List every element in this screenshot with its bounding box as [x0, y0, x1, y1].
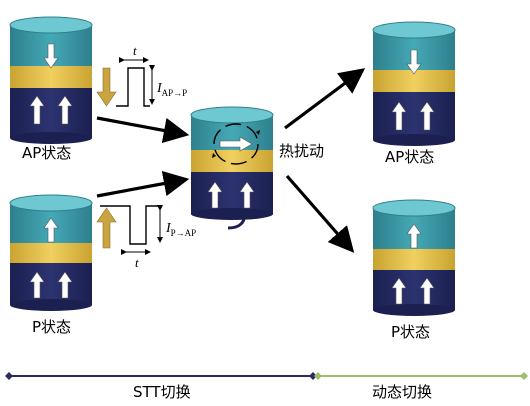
p-state-left-label: P状态	[32, 318, 71, 336]
timeline-mid-diamond-icon	[309, 372, 317, 380]
pulse-bottom-current-label: IP→AP	[165, 221, 196, 238]
mtj-p-left	[9, 194, 93, 311]
pinned-layer-up-arrow	[29, 95, 45, 125]
pulse-bottom-time-label: t	[135, 255, 139, 270]
thermal-disturbance-label: 热扰动	[279, 142, 324, 160]
pinned-layer-up-arrow	[419, 101, 435, 131]
pulse-top-current-subscript: AP→P	[162, 88, 188, 98]
pinned-layer-up-arrow	[239, 181, 255, 209]
curved-tail	[227, 211, 246, 230]
timeline	[5, 372, 528, 380]
free-layer-right-arrow	[219, 136, 253, 152]
arrow-to-p-right	[285, 174, 355, 253]
arrow-to-center-top	[96, 116, 190, 144]
mtj-center-precession	[190, 106, 274, 230]
mtj-p-right	[372, 199, 456, 316]
pinned-layer-up-arrow	[29, 271, 45, 299]
pinned-layer-up-arrow	[57, 95, 73, 125]
pinned-layer-up-arrow	[419, 277, 435, 305]
timeline-stt-label: STT切换	[133, 383, 191, 401]
free-layer-up-arrow	[406, 223, 422, 249]
pulse-bottom-current-subscript: P→AP	[171, 228, 197, 238]
p-state-right-label: P状态	[391, 323, 430, 341]
precession-loop-icon	[213, 123, 259, 165]
timeline-dynamic-label: 动态切换	[372, 383, 432, 401]
current-down-arrow-icon	[96, 67, 117, 107]
free-layer-down-arrow	[43, 43, 59, 69]
pinned-layer-up-arrow	[207, 181, 223, 209]
pinned-layer-up-arrow	[391, 101, 407, 131]
ap-state-right-label: AP状态	[385, 148, 434, 166]
free-layer-down-arrow	[406, 49, 422, 75]
pulse-top-current-label: IAP→P	[156, 81, 187, 98]
free-layer-up-arrow	[43, 217, 59, 243]
current-up-arrow-icon	[96, 207, 117, 249]
timeline-end-diamond-icon	[520, 372, 528, 380]
pinned-layer-up-arrow	[391, 277, 407, 305]
current-pulse-p-to-ap	[100, 205, 163, 255]
pulse-top-current-symbol: I	[156, 81, 163, 96]
current-pulse-ap-to-p	[116, 57, 155, 107]
pulse-top-time-label: t	[133, 43, 137, 58]
arrow-to-center-bottom	[96, 170, 190, 198]
pinned-layer-up-arrow	[57, 271, 73, 299]
ap-state-left-label: AP状态	[22, 144, 71, 162]
arrow-to-ap-right	[284, 68, 366, 130]
mtj-ap-left	[9, 16, 93, 144]
timeline-start-diamond-icon	[5, 372, 13, 380]
pulse-bottom-current-symbol: I	[165, 221, 172, 236]
mtj-ap-right	[372, 21, 456, 146]
timeline-mid-diamond-green-icon	[314, 372, 322, 380]
